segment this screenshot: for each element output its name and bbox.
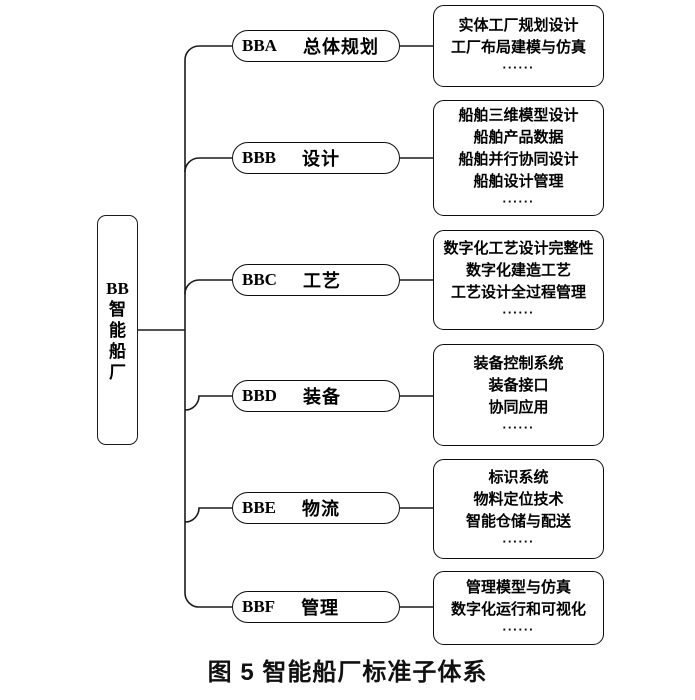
- content-line: 协同应用: [488, 399, 549, 416]
- elbow-branch-2: [184, 157, 232, 173]
- content-line: 工厂布局建模与仿真: [450, 39, 586, 56]
- content-ellipsis: ······: [502, 622, 535, 637]
- branch-name: 工艺: [302, 271, 341, 291]
- branch-code: BBD: [242, 386, 277, 405]
- content-box-bbf[interactable]: 管理模型与仿真 数字化运行和可视化 ······: [433, 571, 604, 645]
- elbow-branch-4: [184, 395, 232, 411]
- elbow-branch-3: [184, 279, 232, 295]
- content-box-bba[interactable]: 实体工厂规划设计 工厂布局建模与仿真 ······: [433, 5, 604, 87]
- branch-node-bbf[interactable]: BBF 管理: [232, 591, 400, 623]
- branch-node-bba[interactable]: BBA 总体规划: [232, 30, 400, 62]
- branch-name: 装备: [302, 387, 341, 407]
- content-line: 装备控制系统: [473, 355, 564, 372]
- content-line: 数字化建造工艺: [465, 262, 571, 279]
- figure-caption: 图 5 智能船厂标准子体系: [207, 659, 488, 686]
- content-box-bbc[interactable]: 数字化工艺设计完整性 数字化建造工艺 工艺设计全过程管理 ······: [433, 230, 604, 330]
- content-ellipsis: ······: [502, 60, 535, 75]
- content-line: 管理模型与仿真: [465, 579, 571, 596]
- content-ellipsis: ······: [502, 194, 535, 209]
- content-line: 标识系统: [488, 469, 549, 486]
- content-line: 数字化运行和可视化: [450, 601, 586, 618]
- content-ellipsis: ······: [502, 534, 535, 549]
- content-line: 工艺设计全过程管理: [450, 284, 586, 301]
- root-node-label: BB 智 能 船 厂: [106, 278, 129, 382]
- content-box-bbb[interactable]: 船舶三维模型设计 船舶产品数据 船舶并行协同设计 船舶设计管理 ······: [433, 100, 604, 216]
- branch-name: 物流: [302, 499, 341, 519]
- branch-code: BBF: [242, 597, 276, 616]
- content-box-bbd[interactable]: 装备控制系统 装备接口 协同应用 ······: [433, 344, 604, 446]
- content-box-bbe[interactable]: 标识系统 物料定位技术 智能仓储与配送 ······: [433, 459, 604, 559]
- content-line: 实体工厂规划设计: [458, 17, 579, 34]
- content-line: 数字化工艺设计完整性: [443, 240, 594, 257]
- content-line: 船舶三维模型设计: [458, 107, 579, 124]
- branch-name: 管理: [301, 598, 340, 618]
- elbow-branch-6: [184, 592, 232, 608]
- branch-node-bbc[interactable]: BBC 工艺: [232, 264, 400, 296]
- branch-node-bbd[interactable]: BBD 装备: [232, 380, 400, 412]
- content-line: 船舶产品数据: [473, 129, 564, 146]
- content-line: 装备接口: [488, 377, 549, 394]
- content-line: 物料定位技术: [473, 491, 564, 508]
- content-line: 船舶设计管理: [473, 173, 564, 190]
- branch-name: 设计: [302, 149, 341, 169]
- elbow-branch-5: [184, 507, 232, 523]
- branch-node-bbb[interactable]: BBB 设计: [232, 142, 400, 174]
- content-ellipsis: ······: [502, 420, 535, 435]
- branch-code: BBC: [242, 270, 277, 289]
- branch-code: BBE: [242, 498, 277, 517]
- branch-node-bbe[interactable]: BBE 物流: [232, 492, 400, 524]
- branch-code: BBA: [242, 36, 277, 55]
- content-line: 智能仓储与配送: [465, 513, 571, 530]
- content-line: 船舶并行协同设计: [458, 151, 579, 168]
- branch-name: 总体规划: [302, 37, 379, 57]
- branch-code: BBB: [242, 148, 277, 167]
- content-ellipsis: ······: [502, 305, 535, 320]
- root-node-bb[interactable]: BB 智 能 船 厂: [97, 215, 138, 445]
- elbow-branch-1: [184, 45, 232, 61]
